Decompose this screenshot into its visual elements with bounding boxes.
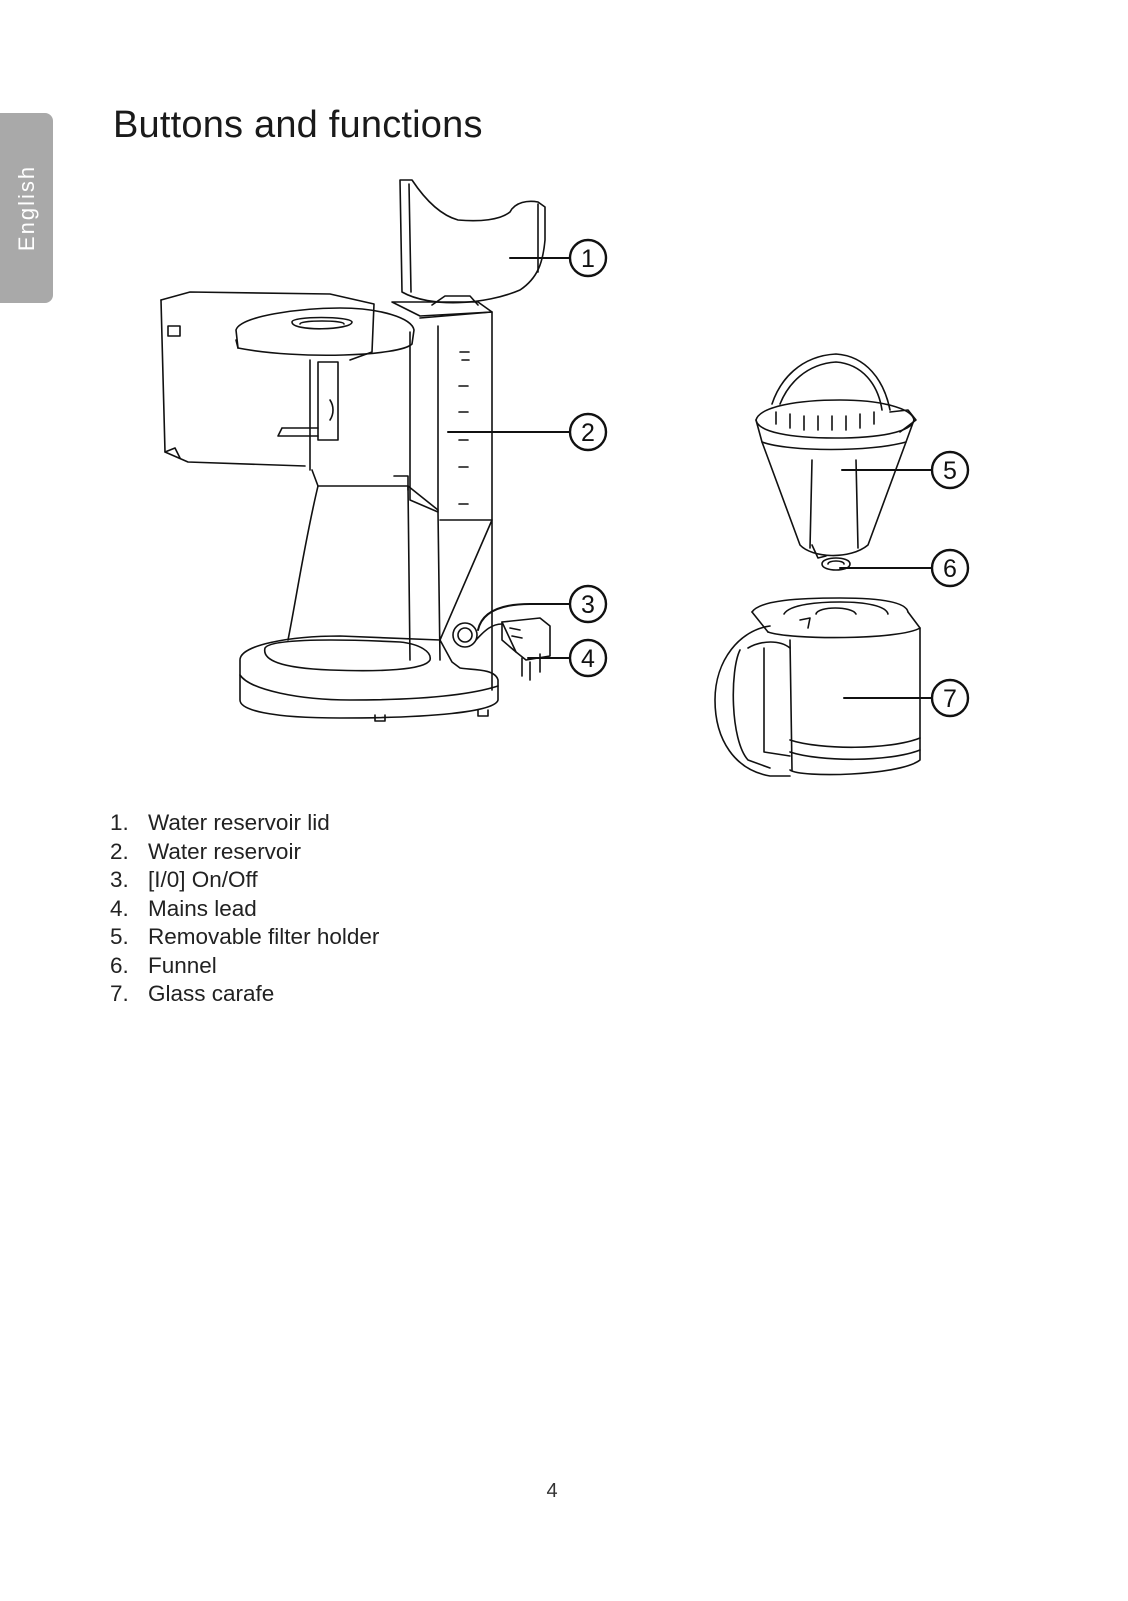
svg-text:1: 1 [581,245,595,273]
funnel-illustration [821,557,851,571]
glass-carafe-illustration [714,597,921,777]
callout-7: 7 [930,678,970,718]
svg-text:4: 4 [581,645,595,673]
svg-text:7: 7 [943,685,957,713]
legend-item: 2.Water reservoir [110,838,301,864]
legend-item: 5.Removable filter holder [110,924,380,949]
callout-5: 5 [930,450,970,490]
callout-3: 3 [568,584,608,624]
coffee-maker-illustration [160,179,551,722]
callout-1: 1 [568,238,608,278]
svg-text:2: 2 [581,419,595,447]
language-tab: English [0,113,53,303]
legend-item: 7.Glass carafe [110,981,275,1006]
legend-item: 1.Water reservoir lid [110,810,330,835]
svg-text:3: 3 [581,591,595,619]
callout-4: 4 [568,638,608,678]
callout-2: 2 [568,412,608,452]
callout-6: 6 [930,548,970,588]
legend-item: 6.Funnel [110,952,217,978]
legend-item: 4.Mains lead [110,895,257,921]
page-number: 4 [546,1480,558,1502]
callout-leader-lines [447,257,933,699]
svg-text:5: 5 [943,457,957,485]
filter-holder-illustration [755,353,917,559]
parts-legend: 1.Water reservoir lid 2.Water reservoir … [110,809,379,1009]
legend-item: 3.[I/0] On/Off [110,867,258,892]
svg-text:6: 6 [943,555,957,583]
page-title: Buttons and functions [113,104,483,146]
